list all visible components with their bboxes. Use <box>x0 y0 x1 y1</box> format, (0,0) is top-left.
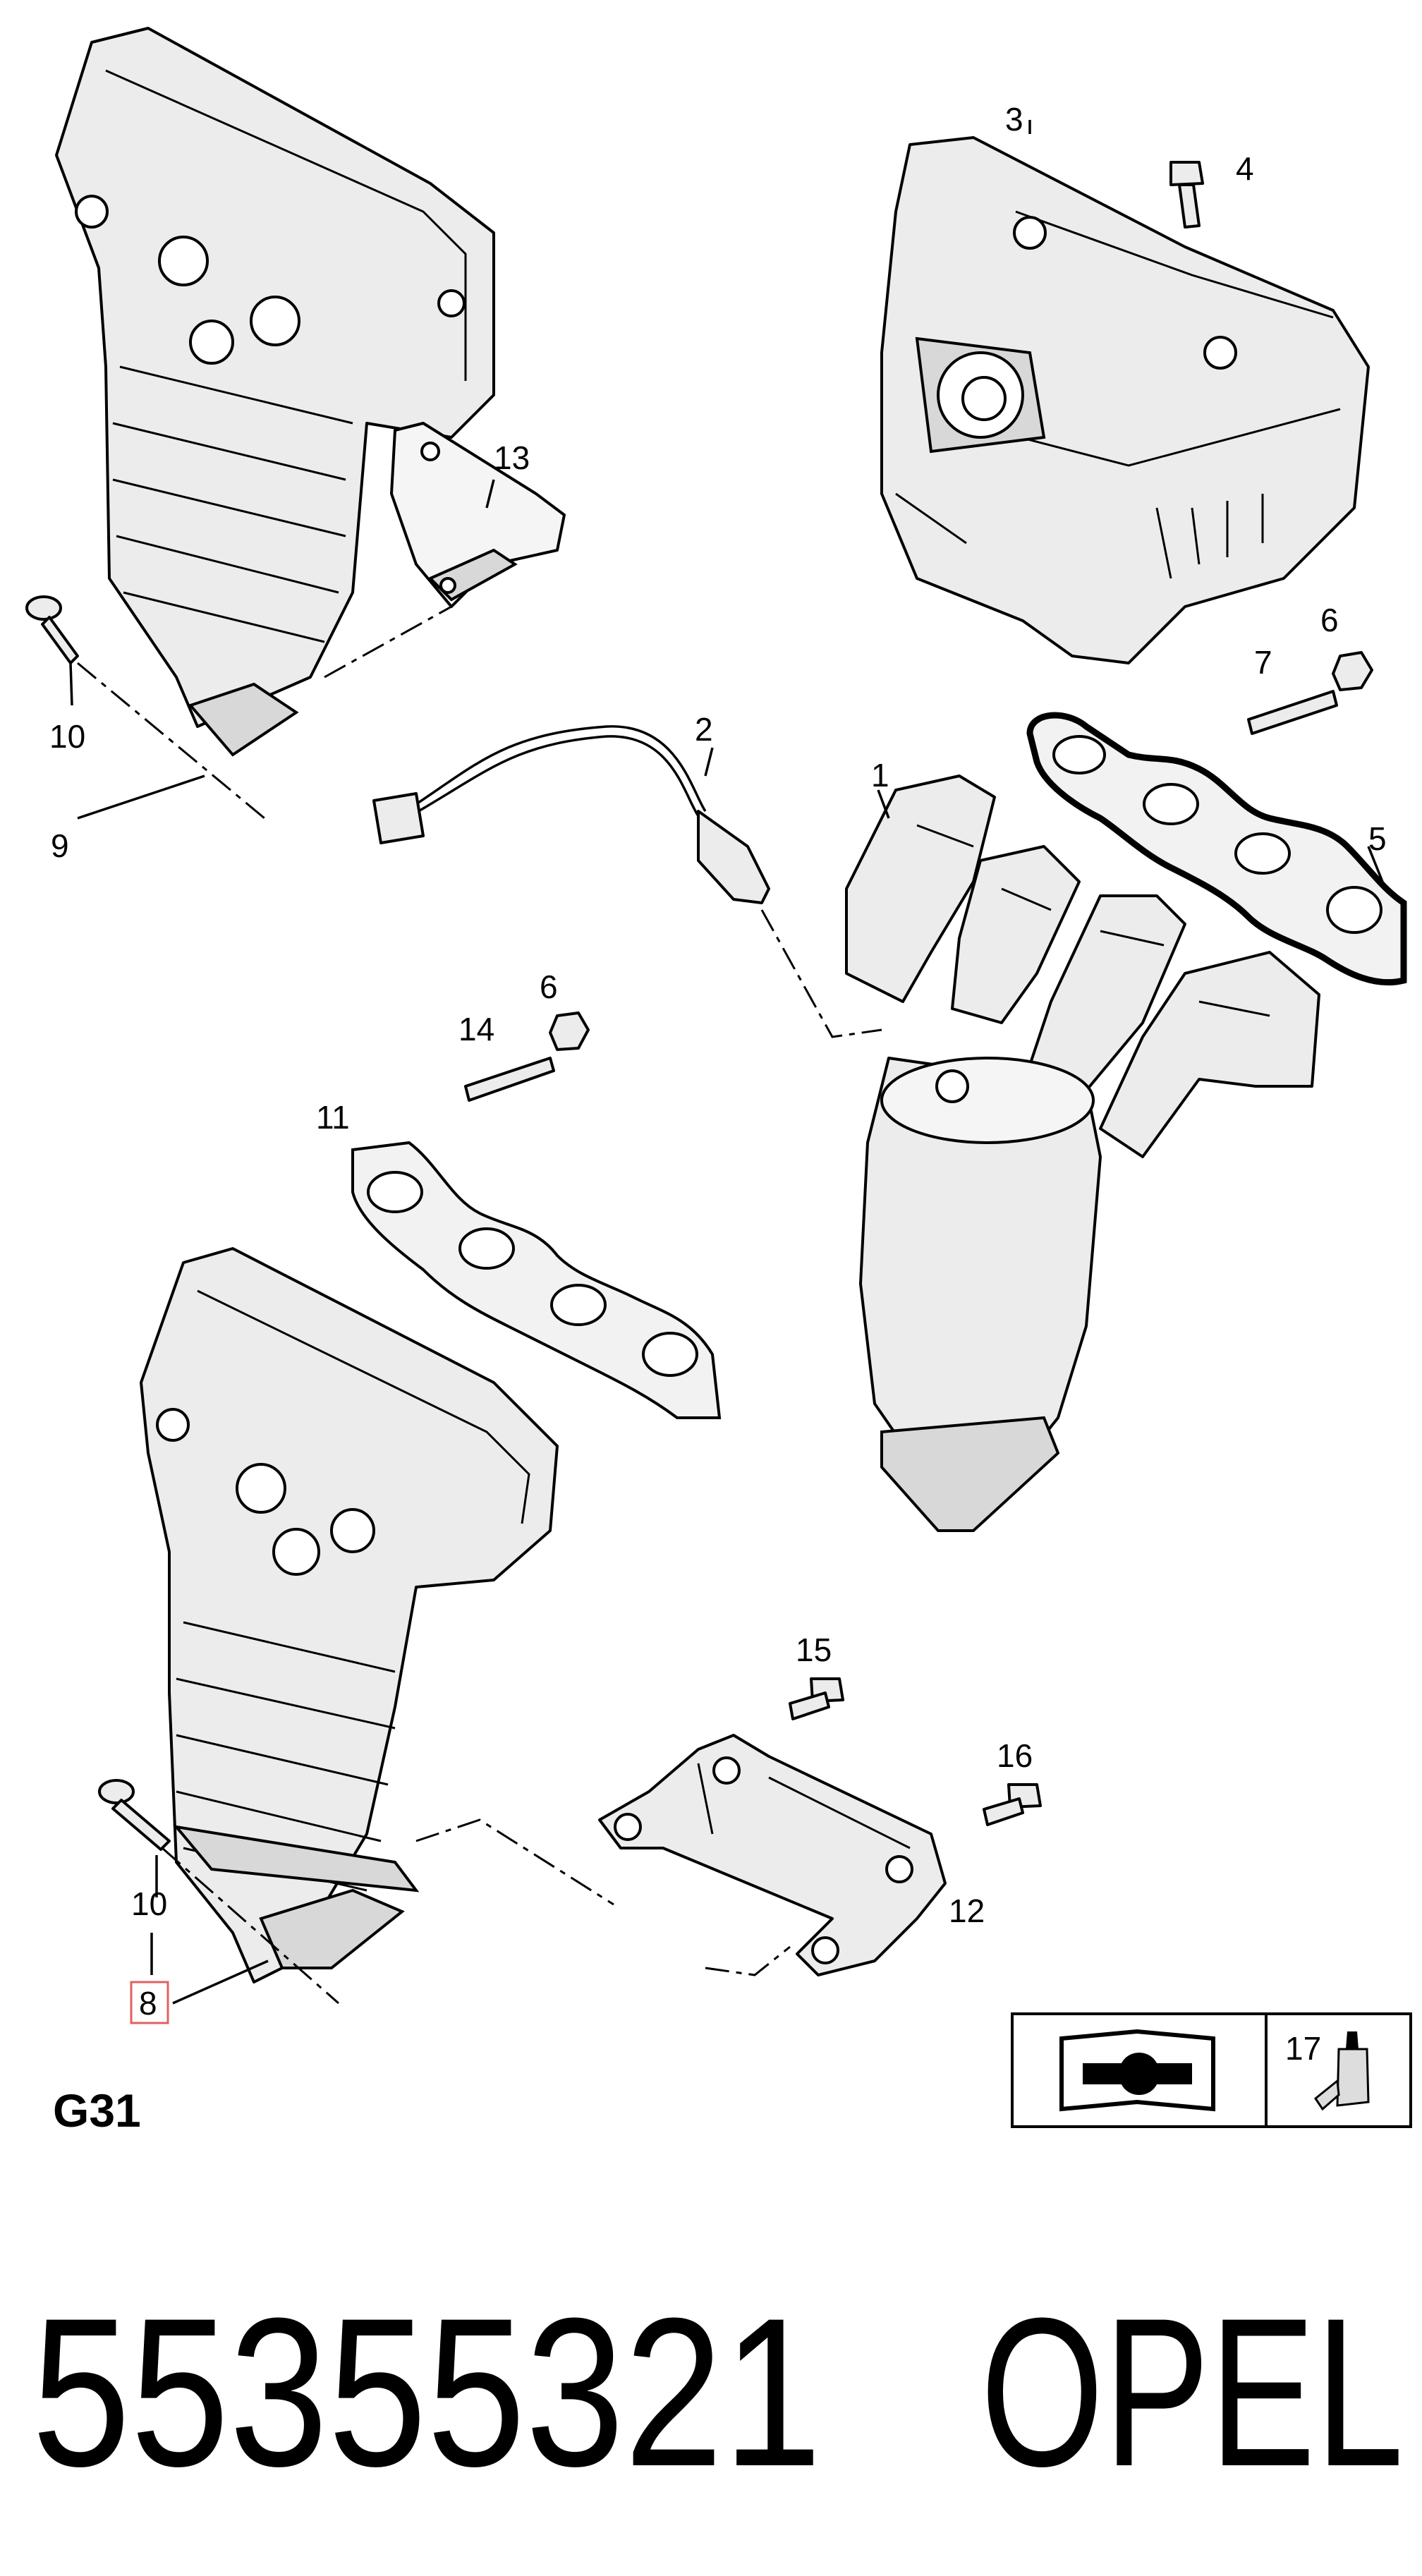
bolt-10-upper <box>25 595 79 706</box>
heat-shield-3 <box>880 136 1370 664</box>
callouts: 1 2 3 4 5 6 6 7 8 9 10 10 11 12 13 14 15… <box>49 101 1387 2024</box>
stud-14-nut-6 <box>464 1011 590 1102</box>
callout-11: 11 <box>316 1099 350 1136</box>
callout-17: 17 <box>1285 2030 1321 2067</box>
callout-16: 16 <box>997 1737 1033 1774</box>
callout-7: 7 <box>1254 644 1272 681</box>
manifold-catalyst-lower <box>140 1247 559 1983</box>
part-number: 55355321 <box>32 2273 822 2510</box>
bolt-15 <box>789 1677 844 1720</box>
callout-6-lower: 6 <box>540 968 558 1005</box>
callout-15: 15 <box>796 1632 832 1668</box>
bolt-4 <box>1169 161 1204 229</box>
exhaust-manifold-1 <box>845 774 1320 1532</box>
callout-5: 5 <box>1368 820 1387 857</box>
callout-1: 1 <box>871 757 889 794</box>
section-code: G31 <box>53 2084 141 2137</box>
gasket-5 <box>1026 712 1407 986</box>
callout-10-lower: 10 <box>131 1885 167 1922</box>
bolt-10-lower <box>98 1779 269 2005</box>
highlight-box-8 <box>130 1981 169 2024</box>
bolt-16 <box>983 1783 1042 1826</box>
callout-13: 13 <box>494 439 530 476</box>
brand-name: OPEL <box>980 2273 1404 2510</box>
manifold-catalyst-upper <box>55 27 495 820</box>
callout-6-upper: 6 <box>1320 602 1339 638</box>
legend-box: 17 <box>1011 2012 1412 2128</box>
manual-book-wrench-icon <box>1059 2029 1215 2112</box>
bracket-12 <box>598 1734 947 1976</box>
callout-14: 14 <box>458 1011 494 1047</box>
callout-10-upper: 10 <box>49 718 85 755</box>
bracket-13 <box>390 422 566 608</box>
callout-8: 8 <box>139 1985 157 2022</box>
stud-7-nut-6 <box>1247 651 1373 735</box>
gasket-11 <box>351 1141 722 1419</box>
callout-4: 4 <box>1236 150 1254 187</box>
callout-2: 2 <box>695 711 713 748</box>
sealant-tube-icon <box>1313 2031 1370 2111</box>
oxygen-sensor-2 <box>372 725 882 1038</box>
callout-12: 12 <box>949 1892 985 1929</box>
callout-3: 3 <box>1005 101 1023 138</box>
callout-9: 9 <box>51 827 69 864</box>
